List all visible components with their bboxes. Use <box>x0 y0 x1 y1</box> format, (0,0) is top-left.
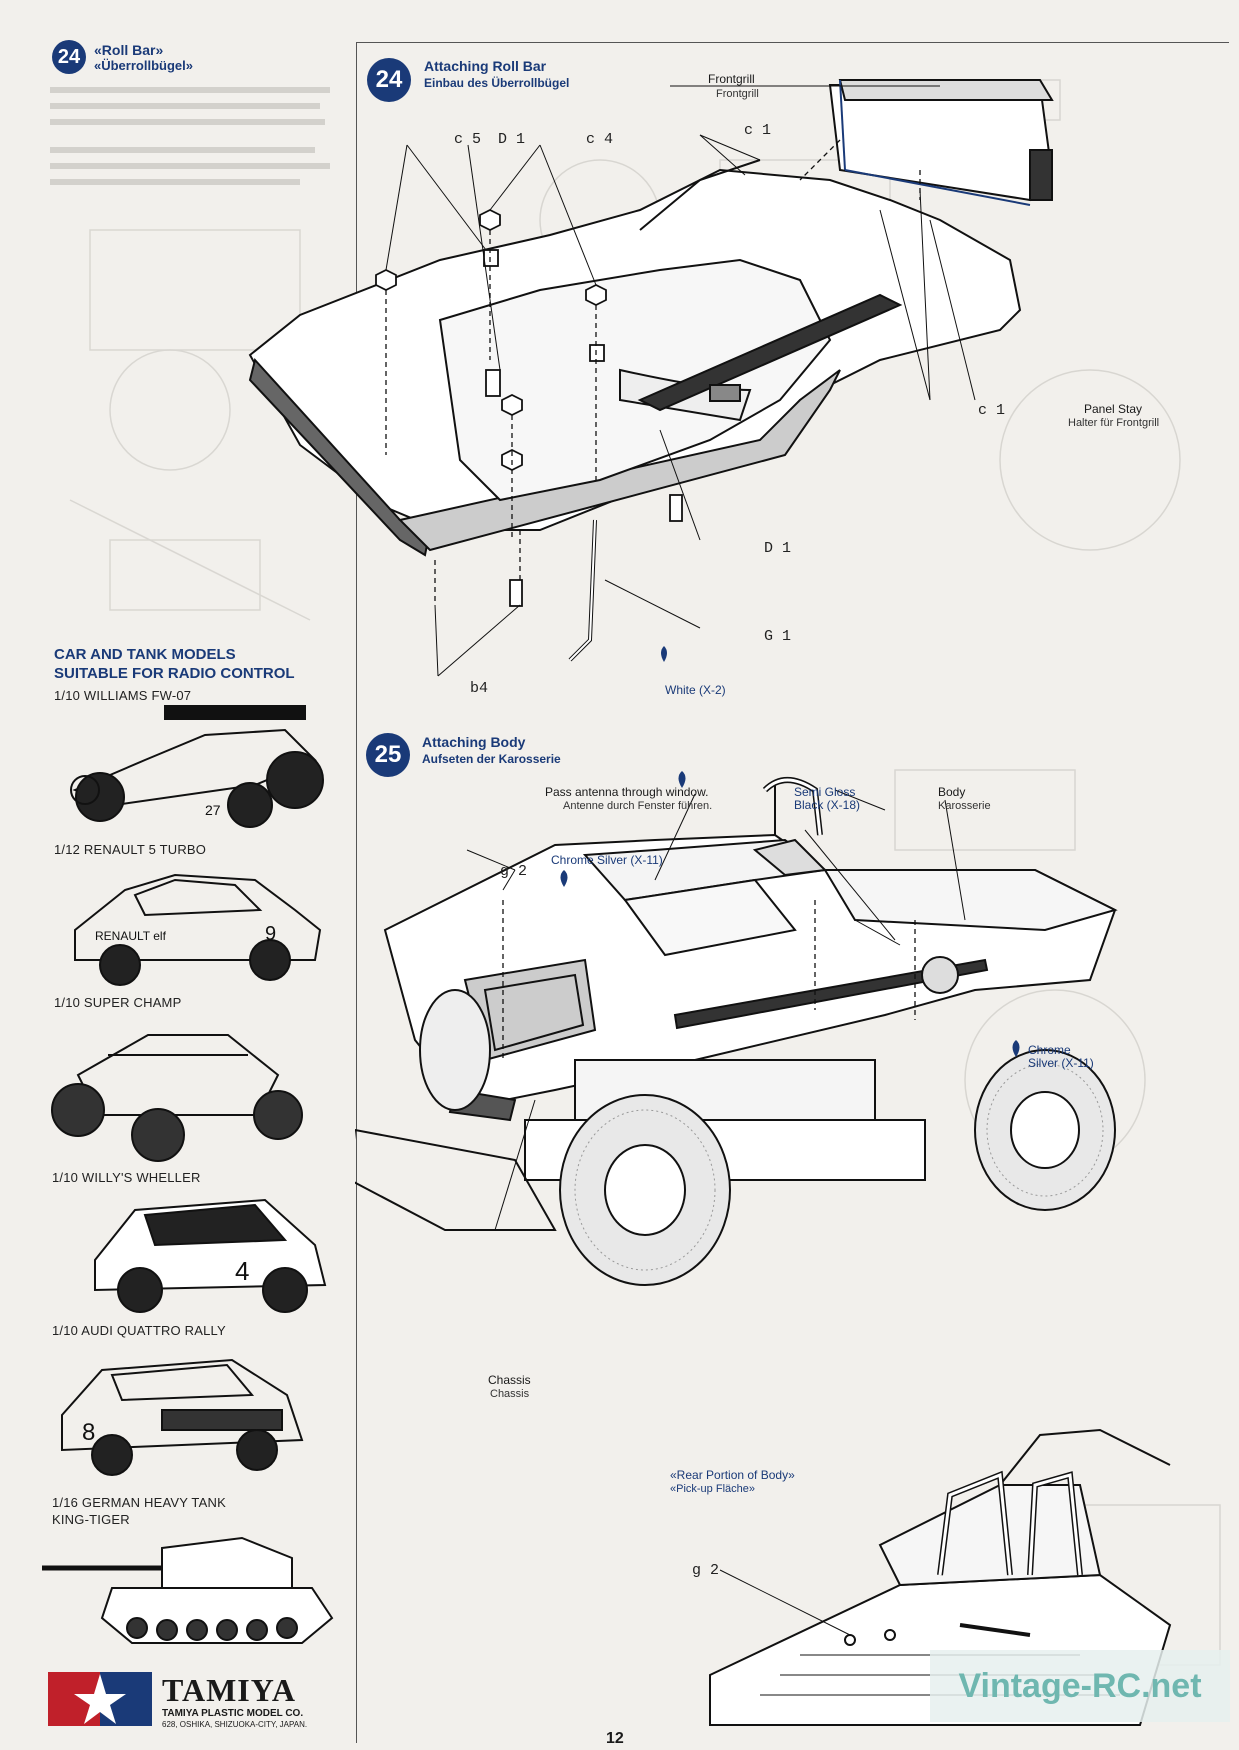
frontgrill-label-de: Frontgrill <box>716 88 759 100</box>
chrome-silver-label-right-1: Chrome <box>1028 1043 1071 1057</box>
king-tiger-tank-illustration <box>42 1536 334 1644</box>
brand-name: TAMIYA <box>162 1672 297 1708</box>
label-g2-body: g 2 <box>500 863 528 880</box>
roll-bar-assembly-diagram <box>248 79 1181 677</box>
svg-text:8: 8 <box>82 1419 95 1446</box>
step-24-badge: 24 <box>367 58 411 102</box>
body-attaching-diagram <box>355 769 1146 1286</box>
frontgrill-label-en: Frontgrill <box>708 72 755 86</box>
model-name-super-champ: 1/10 SUPER CHAMP <box>54 995 182 1010</box>
label-b4: b4 <box>470 680 489 697</box>
brand-address: 628, OSHIKA, SHIZUOKA-CITY, JAPAN. <box>162 1720 308 1729</box>
svg-text:27: 27 <box>205 802 221 818</box>
label-c4: c 4 <box>586 131 614 148</box>
rear-portion-title-en: «Rear Portion of Body» <box>670 1468 795 1482</box>
semi-gloss-label: Semi Gloss <box>794 785 856 799</box>
step-25-title-de: Aufseten der Karosserie <box>422 752 561 766</box>
label-g2-rear: g 2 <box>692 1562 720 1579</box>
model-name-willys: 1/10 WILLY'S WHELLER <box>52 1170 201 1185</box>
sidebar-step-title-en: «Roll Bar» <box>94 42 164 58</box>
chrome-silver-label-right-2: Silver (X-11) <box>1028 1056 1094 1070</box>
models-heading-2: SUITABLE FOR RADIO CONTROL <box>54 665 295 682</box>
step-24-title-en: Attaching Roll Bar <box>424 58 547 74</box>
label-g1: G 1 <box>764 628 792 645</box>
panel-stay-label-en: Panel Stay <box>1084 402 1143 416</box>
brand-company: TAMIYA PLASTIC MODEL CO. <box>162 1708 304 1719</box>
svg-text:RENAULT elf: RENAULT elf <box>95 929 167 943</box>
step-24-badge-small: 24 <box>52 40 86 74</box>
body-label-de: Karosserie <box>938 800 991 812</box>
chassis-label-en: Chassis <box>488 1373 531 1387</box>
super-champ-illustration <box>51 1034 303 1162</box>
antenna-instruction-en: Pass antenna through window. <box>545 785 709 799</box>
semi-gloss-label-2: Black (X-18) <box>794 798 861 812</box>
paint-white-label: White (X-2) <box>665 683 726 697</box>
body-label-en: Body <box>938 785 966 799</box>
willys-wheeler-illustration: 4 <box>94 1198 327 1313</box>
faded-background-text <box>50 87 330 621</box>
step-25-title-en: Attaching Body <box>422 734 526 750</box>
model-name-renault: 1/12 RENAULT 5 TURBO <box>54 842 207 857</box>
models-heading-1: CAR AND TANK MODELS <box>54 646 236 663</box>
svg-text:4: 4 <box>235 1256 249 1286</box>
step-25-badge: 25 <box>366 733 410 777</box>
label-d1-bottom: D 1 <box>764 540 792 557</box>
williams-fw07-illustration: 27 <box>70 705 324 828</box>
model-name-audi: 1/10 AUDI QUATTRO RALLY <box>52 1323 226 1338</box>
model-name-williams: 1/10 WILLIAMS FW-07 <box>54 688 192 703</box>
label-c5: c 5 <box>454 131 482 148</box>
tamiya-logo-icon <box>48 1672 152 1726</box>
sidebar-step-title-de: «Überrollbügel» <box>94 58 193 73</box>
model-name-king-tiger-2: KING-TIGER <box>52 1512 130 1527</box>
step-24-title-de: Einbau des Überrollbügel <box>424 76 570 90</box>
label-d1-top: D 1 <box>498 131 526 148</box>
model-name-king-tiger: 1/16 GERMAN HEAVY TANK <box>52 1495 226 1510</box>
page-number: 12 <box>606 1730 624 1747</box>
renault-5-turbo-illustration: RENAULT elf 9 <box>74 873 322 986</box>
svg-text:9: 9 <box>265 923 276 945</box>
label-c1-bottom: c 1 <box>978 402 1006 419</box>
rear-portion-title-de: «Pick-up Fläche» <box>670 1483 755 1495</box>
audi-quattro-illustration: 8 <box>61 1358 304 1476</box>
vintage-rc-watermark: Vintage-RC.net <box>930 1650 1230 1722</box>
chassis-label-de: Chassis <box>490 1388 530 1400</box>
antenna-instruction-de: Antenne durch Fenster führen. <box>563 800 713 812</box>
chrome-silver-label-top: Chrome Silver (X-11) <box>551 853 663 867</box>
label-c1-top: c 1 <box>744 122 772 139</box>
panel-stay-label-de: Halter für Frontgrill <box>1068 417 1160 429</box>
instruction-frame <box>356 42 1229 1743</box>
